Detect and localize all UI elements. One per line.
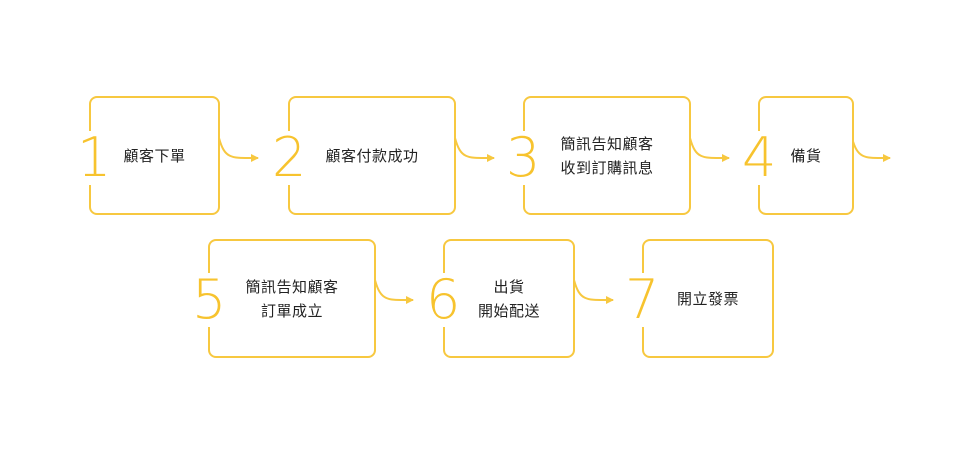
arrow-1-to-2 [218,137,259,163]
arrow-3-to-4 [689,137,730,163]
step-4-number: 4 [740,126,779,189]
step-1-label: 顧客下單 [123,146,186,165]
step-3-label: 簡訊告知顧客 收到訂購訊息 [560,134,654,177]
step-6-label: 出貨 開始配送 [477,277,540,320]
step-1-number: 1 [75,126,114,189]
step-3-number: 3 [504,126,543,189]
arrow-5-to-6 [374,279,414,305]
step-5-number: 5 [190,268,229,331]
step-2-box: 顧客付款成功 [288,96,456,215]
step-7-box: 開立發票 [642,239,774,358]
step-5-box: 簡訊告知顧客 訂單成立 [208,239,376,358]
step-2-label: 顧客付款成功 [325,146,419,165]
step-3-box: 簡訊告知顧客 收到訂購訊息 [523,96,691,215]
step-4-label: 備貨 [790,146,822,165]
arrow-6-to-7 [573,279,614,305]
step-2-number: 2 [270,126,309,189]
arrow-2-to-3 [454,137,495,163]
step-6-number: 6 [424,268,463,331]
step-7-number: 7 [623,268,662,331]
arrow-4-out [851,137,891,163]
step-5-label: 簡訊告知顧客 訂單成立 [245,277,339,320]
step-6-box: 出貨 開始配送 [443,239,575,358]
step-7-label: 開立發票 [676,289,739,308]
